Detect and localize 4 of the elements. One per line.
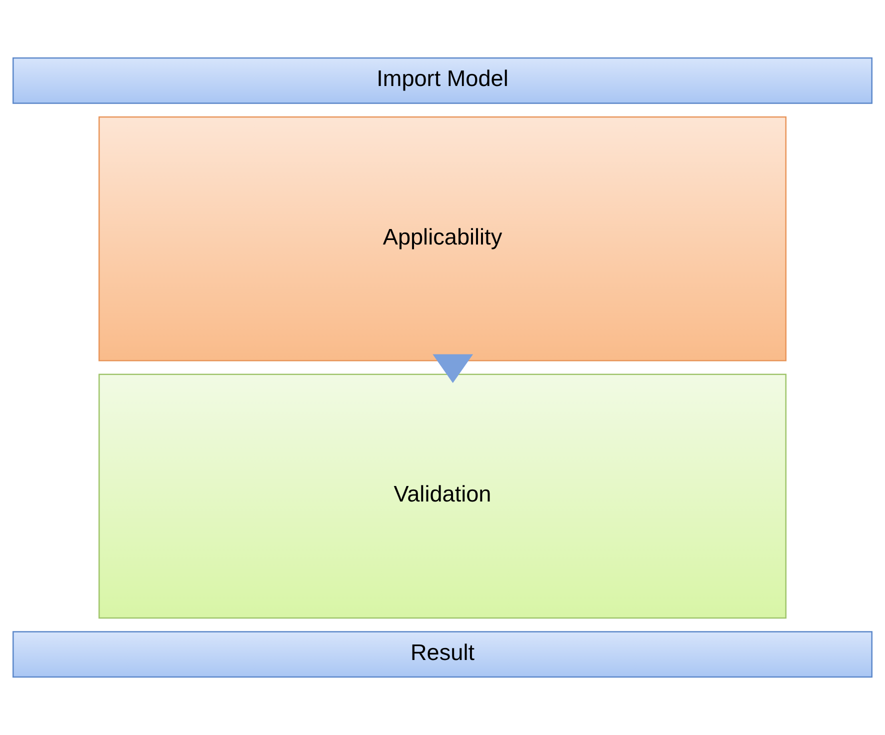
node-box: Import Model — [12, 57, 872, 104]
node-box: Validation — [98, 374, 786, 619]
arrow — [432, 354, 474, 384]
node-box: Result — [12, 631, 872, 678]
